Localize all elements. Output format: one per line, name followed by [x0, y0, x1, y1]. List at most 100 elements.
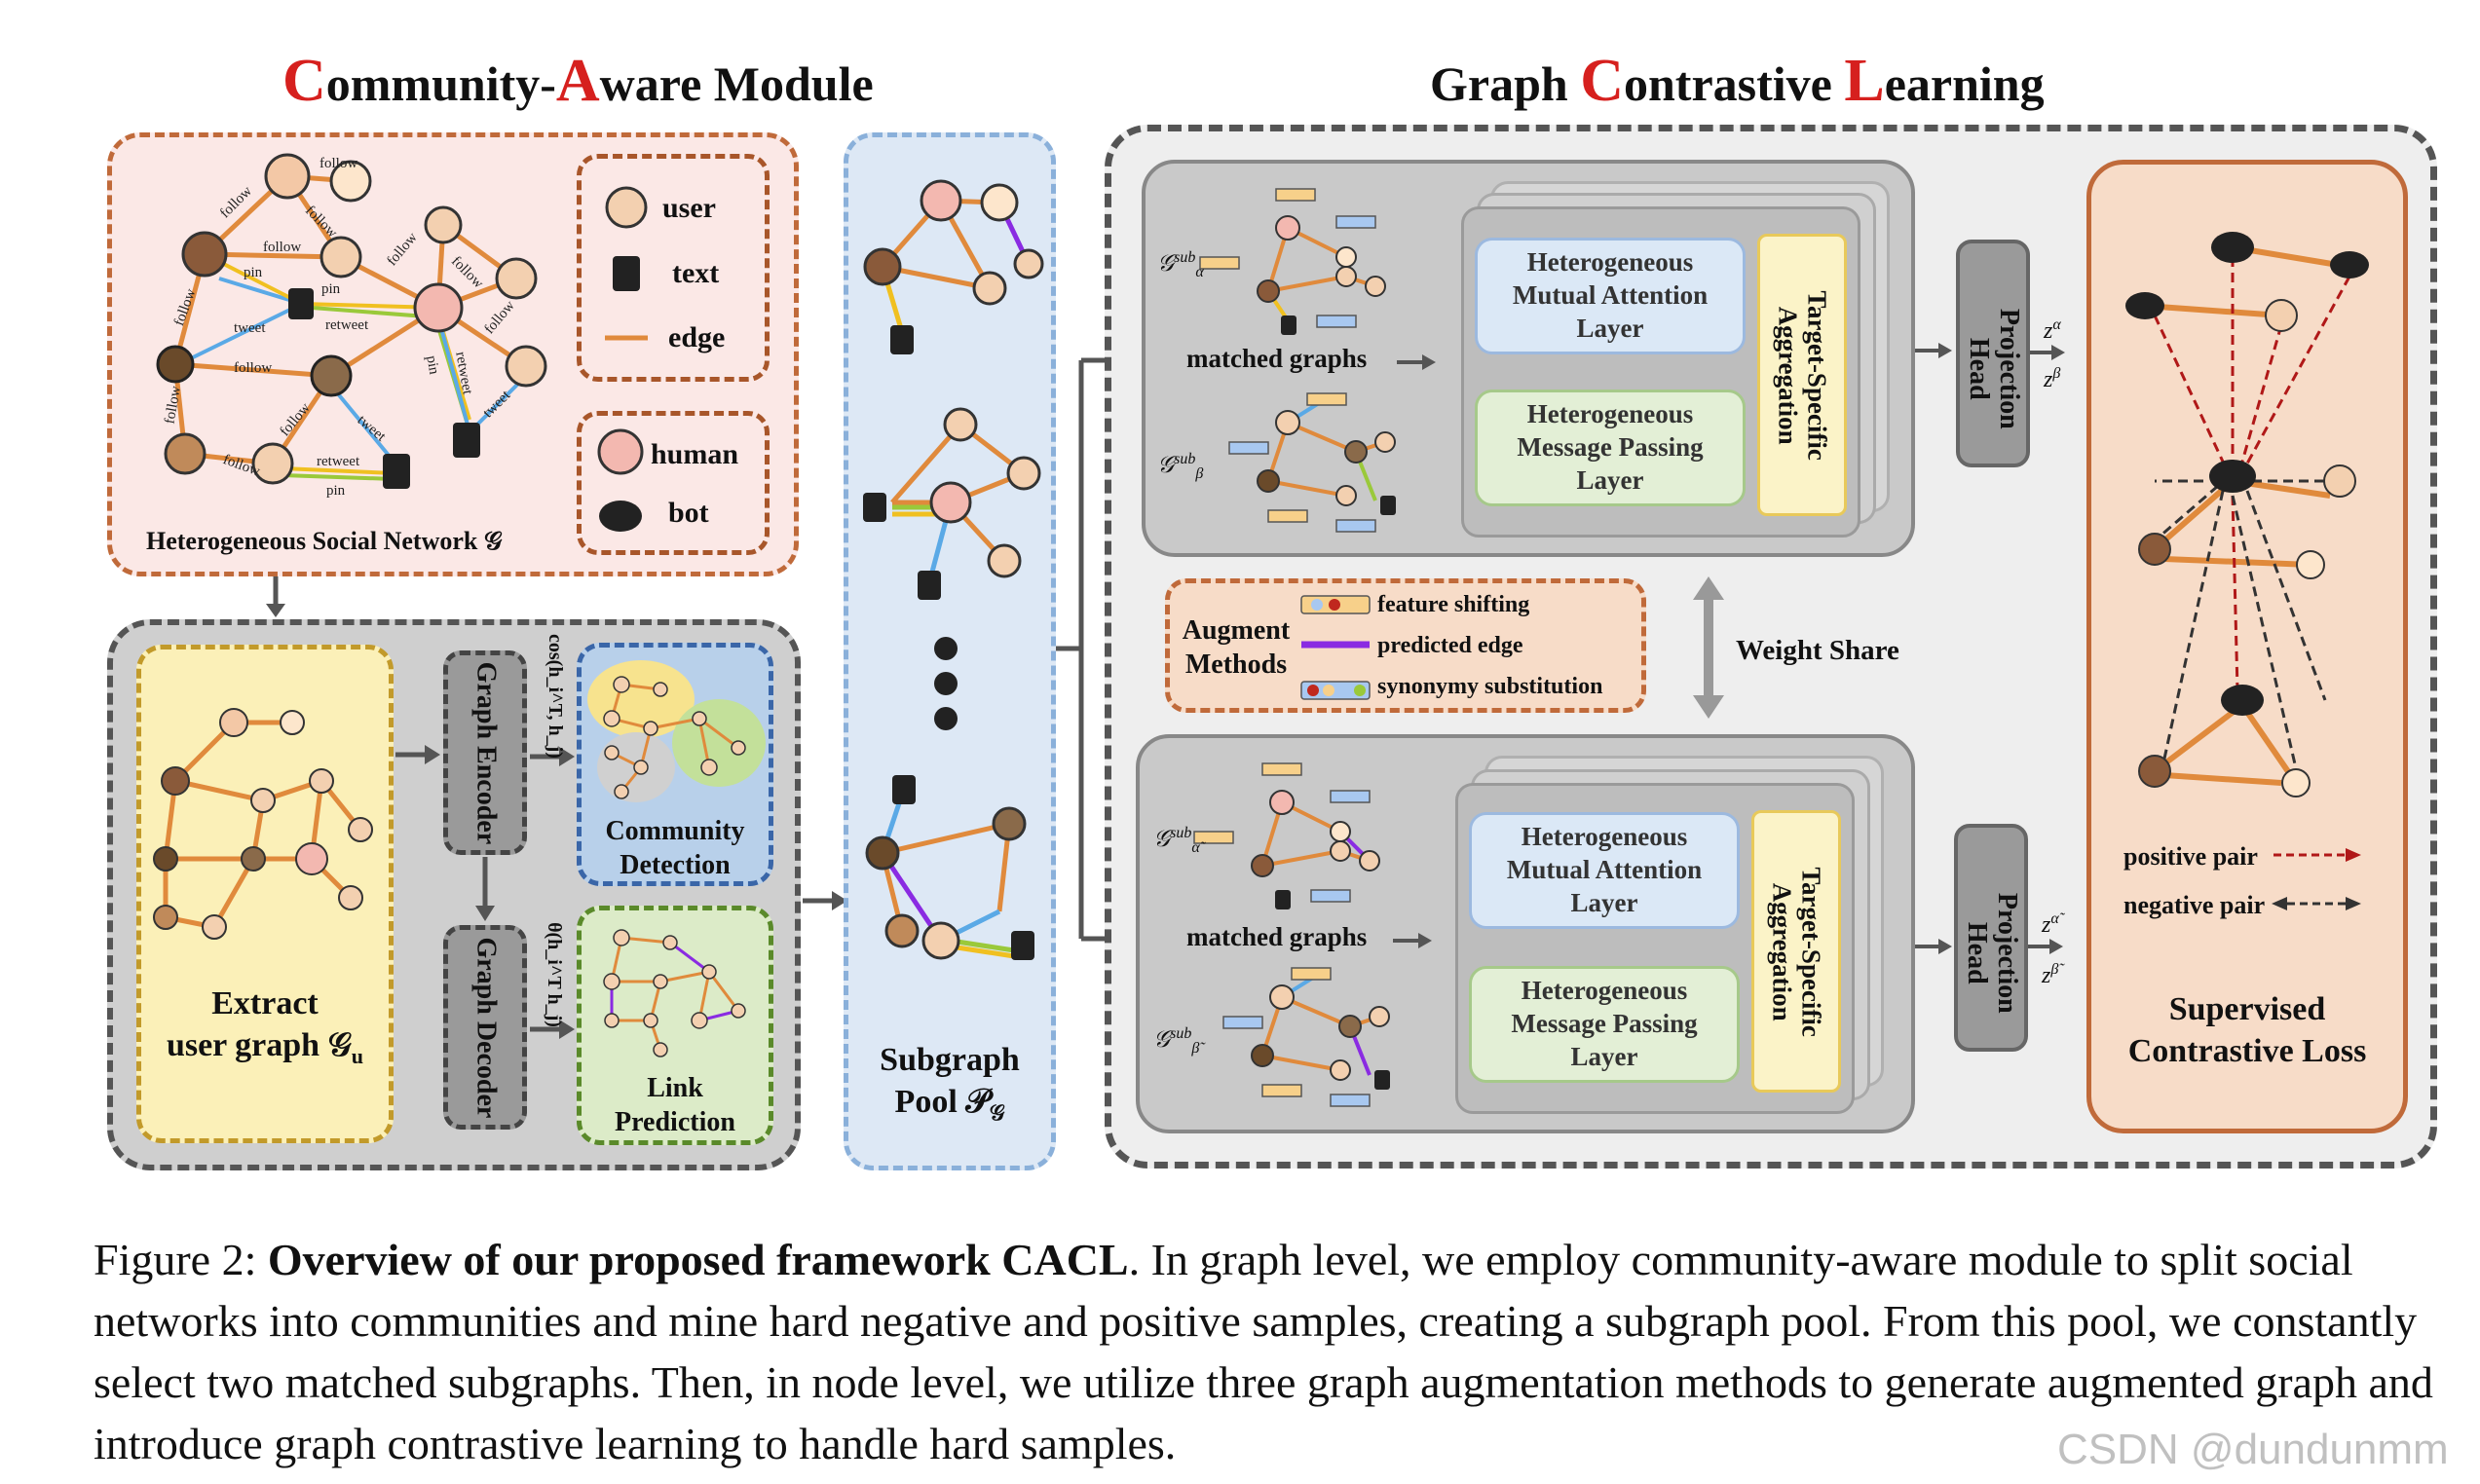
top-message-passing: Heterogeneous Message Passing Layer	[1475, 390, 1746, 506]
community-aware-title: Community-Aware Module	[282, 48, 874, 114]
positive-pair-arrow	[2273, 848, 2361, 862]
arrow-panel-to-pool	[803, 891, 847, 910]
svg-text:follow: follow	[263, 240, 301, 255]
svg-text:follow: follow	[481, 298, 518, 337]
svg-text:tweet: tweet	[355, 413, 390, 446]
augment-icons	[1300, 595, 1371, 700]
top-matched-graphs: matched graphs	[1186, 344, 1368, 373]
legend-bot: bot	[668, 497, 709, 529]
positive-pair-label: positive pair	[2123, 842, 2258, 871]
bottom-projection-head[interactable]	[1954, 824, 2028, 1052]
watermark: CSDN @dundunmm	[2057, 1426, 2449, 1473]
graph-encoder-label: Graph Encoder	[470, 661, 502, 845]
top-projection-label: Projection Head	[1964, 308, 2024, 429]
user-icon	[605, 186, 648, 229]
svg-text:tweet: tweet	[234, 320, 266, 336]
bottom-projection-label: Projection Head	[1962, 892, 2022, 1014]
extract-label: Extract user graph 𝒢u	[166, 985, 364, 1068]
arrow-encoder-decoder	[475, 857, 495, 921]
bottom-mutual-attention: Heterogeneous Mutual Attention Layer	[1469, 812, 1740, 929]
arrow-down-to-extract	[266, 576, 285, 617]
top-matched-arrow	[1397, 354, 1436, 370]
bottom-matched-graphs: matched graphs	[1186, 922, 1368, 951]
bottom-matched-arrow	[1393, 933, 1432, 948]
legend-text: text	[672, 257, 720, 289]
legend-human: human	[651, 438, 739, 470]
pair-legend	[2272, 848, 2361, 910]
arrow-decoder-link	[530, 1020, 575, 1039]
theta-formula: θ(h_i^T h_j)	[544, 922, 565, 1027]
bottom-g-alpha: 𝒢subα̃	[1153, 825, 1200, 856]
subgraph-pool-graphs	[863, 179, 1044, 960]
top-projection-head[interactable]	[1956, 240, 2030, 467]
svg-text:follow: follow	[319, 156, 357, 171]
human-icon	[597, 428, 644, 475]
feature-shifting-icon	[1300, 595, 1371, 614]
negative-pair-label: negative pair	[2123, 891, 2266, 919]
top-mutual-attention: Heterogeneous Mutual Attention Layer	[1475, 238, 1746, 354]
graph-decoder-label: Graph Decoder	[470, 937, 502, 1119]
contrastive-loss-panel	[2086, 160, 2408, 1133]
top-branch-graphs	[1199, 188, 1396, 533]
augment-predicted-edge: predicted edge	[1377, 633, 1523, 658]
social-network-graph: follow follow follow follow pin pin retw…	[156, 153, 547, 499]
legend-icons	[605, 186, 648, 341]
ellipsis-dot	[934, 707, 958, 730]
bottom-g-beta: 𝒢subβ̃	[1153, 1025, 1200, 1057]
bottom-z-beta: zβ̃	[2042, 961, 2059, 988]
link-prediction-graph	[603, 929, 746, 1057]
svg-text:follow: follow	[302, 203, 340, 241]
svg-text:follow: follow	[234, 360, 272, 376]
user-graph	[153, 708, 373, 940]
ellipsis-dot	[934, 672, 958, 695]
svg-text:follow: follow	[171, 286, 199, 327]
augment-methods-box	[1165, 578, 1646, 713]
social-network-label: Heterogeneous Social Network 𝒢	[146, 527, 503, 555]
top-z-alpha: zα	[2044, 316, 2061, 344]
svg-text:pin: pin	[244, 265, 263, 280]
community-graph	[587, 660, 766, 802]
bottom-target-specific-label: Target-Specific Aggregation	[1768, 867, 1826, 1037]
graph-decoder-box[interactable]	[443, 925, 527, 1130]
legend-edge: edge	[668, 321, 726, 353]
synonymy-substitution-icon	[1300, 681, 1371, 700]
legend-user: user	[662, 192, 716, 224]
negative-pair-arrow	[2272, 897, 2361, 910]
svg-text:follow: follow	[217, 183, 255, 221]
augment-title: Augment Methods	[1182, 615, 1291, 680]
text-icon	[613, 256, 640, 291]
bottom-message-passing: Heterogeneous Message Passing Layer	[1469, 966, 1740, 1083]
top-z-beta: zβ	[2044, 365, 2061, 392]
top-target-specific-box	[1757, 234, 1847, 516]
class-legend-icons	[597, 428, 644, 532]
subgraph-pool-label: Subgraph Pool 𝒫𝒢	[880, 1042, 1020, 1125]
contrastive-loss-graph	[2125, 232, 2369, 798]
class-legend	[577, 411, 770, 555]
top-g-alpha: 𝒢subα	[1157, 249, 1204, 280]
svg-text:follow: follow	[384, 230, 421, 269]
arrow-extract-encoder	[395, 745, 440, 764]
bot-icon	[599, 501, 642, 532]
svg-text:follow: follow	[448, 253, 486, 291]
bottom-to-projection-arrow	[1915, 939, 1952, 954]
contrastive-loss-title: Supervised Contrastive Loss	[2127, 991, 2367, 1069]
social-network-panel	[107, 132, 799, 576]
top-target-specific-label: Target-Specific Aggregation	[1774, 290, 1832, 461]
community-detection-label: Community Detection	[605, 816, 745, 880]
cos-formula: cos(h_i^T, h_j)	[545, 634, 566, 759]
svg-text:pin: pin	[321, 281, 341, 297]
arrow-encoder-community	[530, 747, 575, 766]
bottom-target-specific-box	[1751, 810, 1841, 1093]
svg-text:retweet: retweet	[325, 317, 369, 333]
top-g-beta: 𝒢subβ	[1157, 451, 1204, 482]
weight-share-arrow	[1693, 576, 1724, 719]
top-z-arrows	[2030, 345, 2065, 360]
bottom-branch-graphs	[1193, 762, 1390, 1107]
svg-text:pin: pin	[423, 354, 441, 376]
svg-text:pin: pin	[326, 483, 346, 499]
augment-feature-shifting: feature shifting	[1377, 592, 1530, 617]
weight-share-label: Weight Share	[1736, 635, 1899, 666]
svg-text:follow: follow	[162, 385, 184, 426]
graph-encoder-box[interactable]	[443, 650, 527, 855]
ellipsis-dot	[934, 637, 958, 660]
